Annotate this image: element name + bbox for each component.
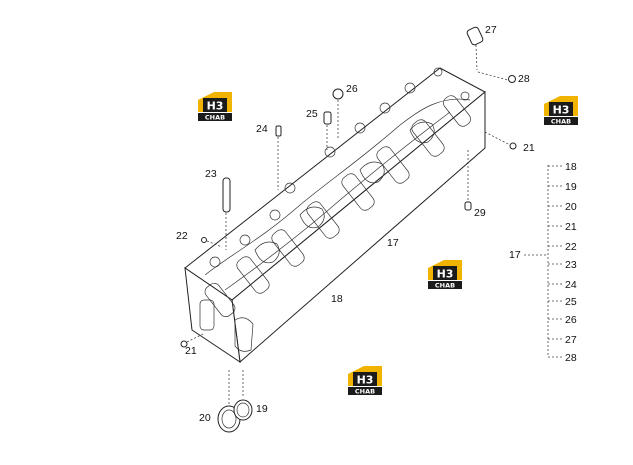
legend-item: 19	[565, 181, 577, 193]
callout-17: 17	[387, 237, 399, 249]
legend-item: 22	[565, 241, 577, 253]
callout-23: 23	[205, 168, 217, 180]
legend-item: 23	[565, 259, 577, 271]
callouts: 27 28 26 25 24 21 23 29 22 17 18 21 20 1…	[176, 24, 535, 424]
logo-top-text: H3	[357, 374, 374, 387]
callout-29: 29	[474, 207, 486, 219]
legend-item: 24	[565, 279, 577, 291]
part-21-plug-left	[180, 332, 206, 348]
logo-top-text: H3	[207, 100, 224, 113]
logo-bottom-text: CHAB	[551, 118, 571, 126]
logo-top-text: H3	[553, 104, 570, 117]
callout-21-right: 21	[523, 142, 535, 154]
part-19-o-ring	[233, 399, 253, 421]
legend-item: 20	[565, 201, 577, 213]
callout-20: 20	[199, 412, 211, 424]
callout-26: 26	[346, 83, 358, 95]
part-21-plug-right	[484, 131, 517, 150]
part-22-plug	[201, 237, 223, 248]
part-25-sleeve	[323, 111, 332, 150]
callout-24: 24	[256, 123, 268, 135]
legend-item: 28	[565, 352, 577, 364]
callout-18: 18	[331, 293, 343, 305]
part-26-plug	[332, 88, 344, 140]
top-bosses	[204, 67, 471, 291]
logo-top-text: H3	[437, 268, 454, 281]
part-23-pin	[222, 177, 231, 250]
callout-28: 28	[518, 73, 530, 85]
legend-item: 18	[565, 161, 577, 173]
cylinder-head	[184, 67, 486, 364]
callout-22: 22	[176, 230, 188, 242]
legend-item: 25	[565, 296, 577, 308]
logo-bottom-text: CHAB	[355, 388, 375, 396]
legend-item: 26	[565, 314, 577, 326]
part-24-dowel	[275, 125, 282, 190]
logo-bottom-text: CHAB	[435, 282, 455, 290]
callout-21-left: 21	[185, 345, 197, 357]
part-27-cap	[466, 26, 484, 71]
callout-25: 25	[306, 108, 318, 120]
legend-root: 17	[509, 249, 521, 261]
logo-bottom-text: CHAB	[205, 114, 225, 122]
callout-19: 19	[256, 403, 268, 415]
port-openings	[204, 95, 471, 318]
part-28-plug	[477, 71, 516, 83]
legend-item: 27	[565, 334, 577, 346]
callout-27: 27	[485, 24, 497, 36]
parts-legend: 17 18 19 20 21 22 23 24 25 26 27 28	[509, 161, 577, 364]
legend-item: 21	[565, 221, 577, 233]
part-29-plug	[464, 150, 472, 211]
